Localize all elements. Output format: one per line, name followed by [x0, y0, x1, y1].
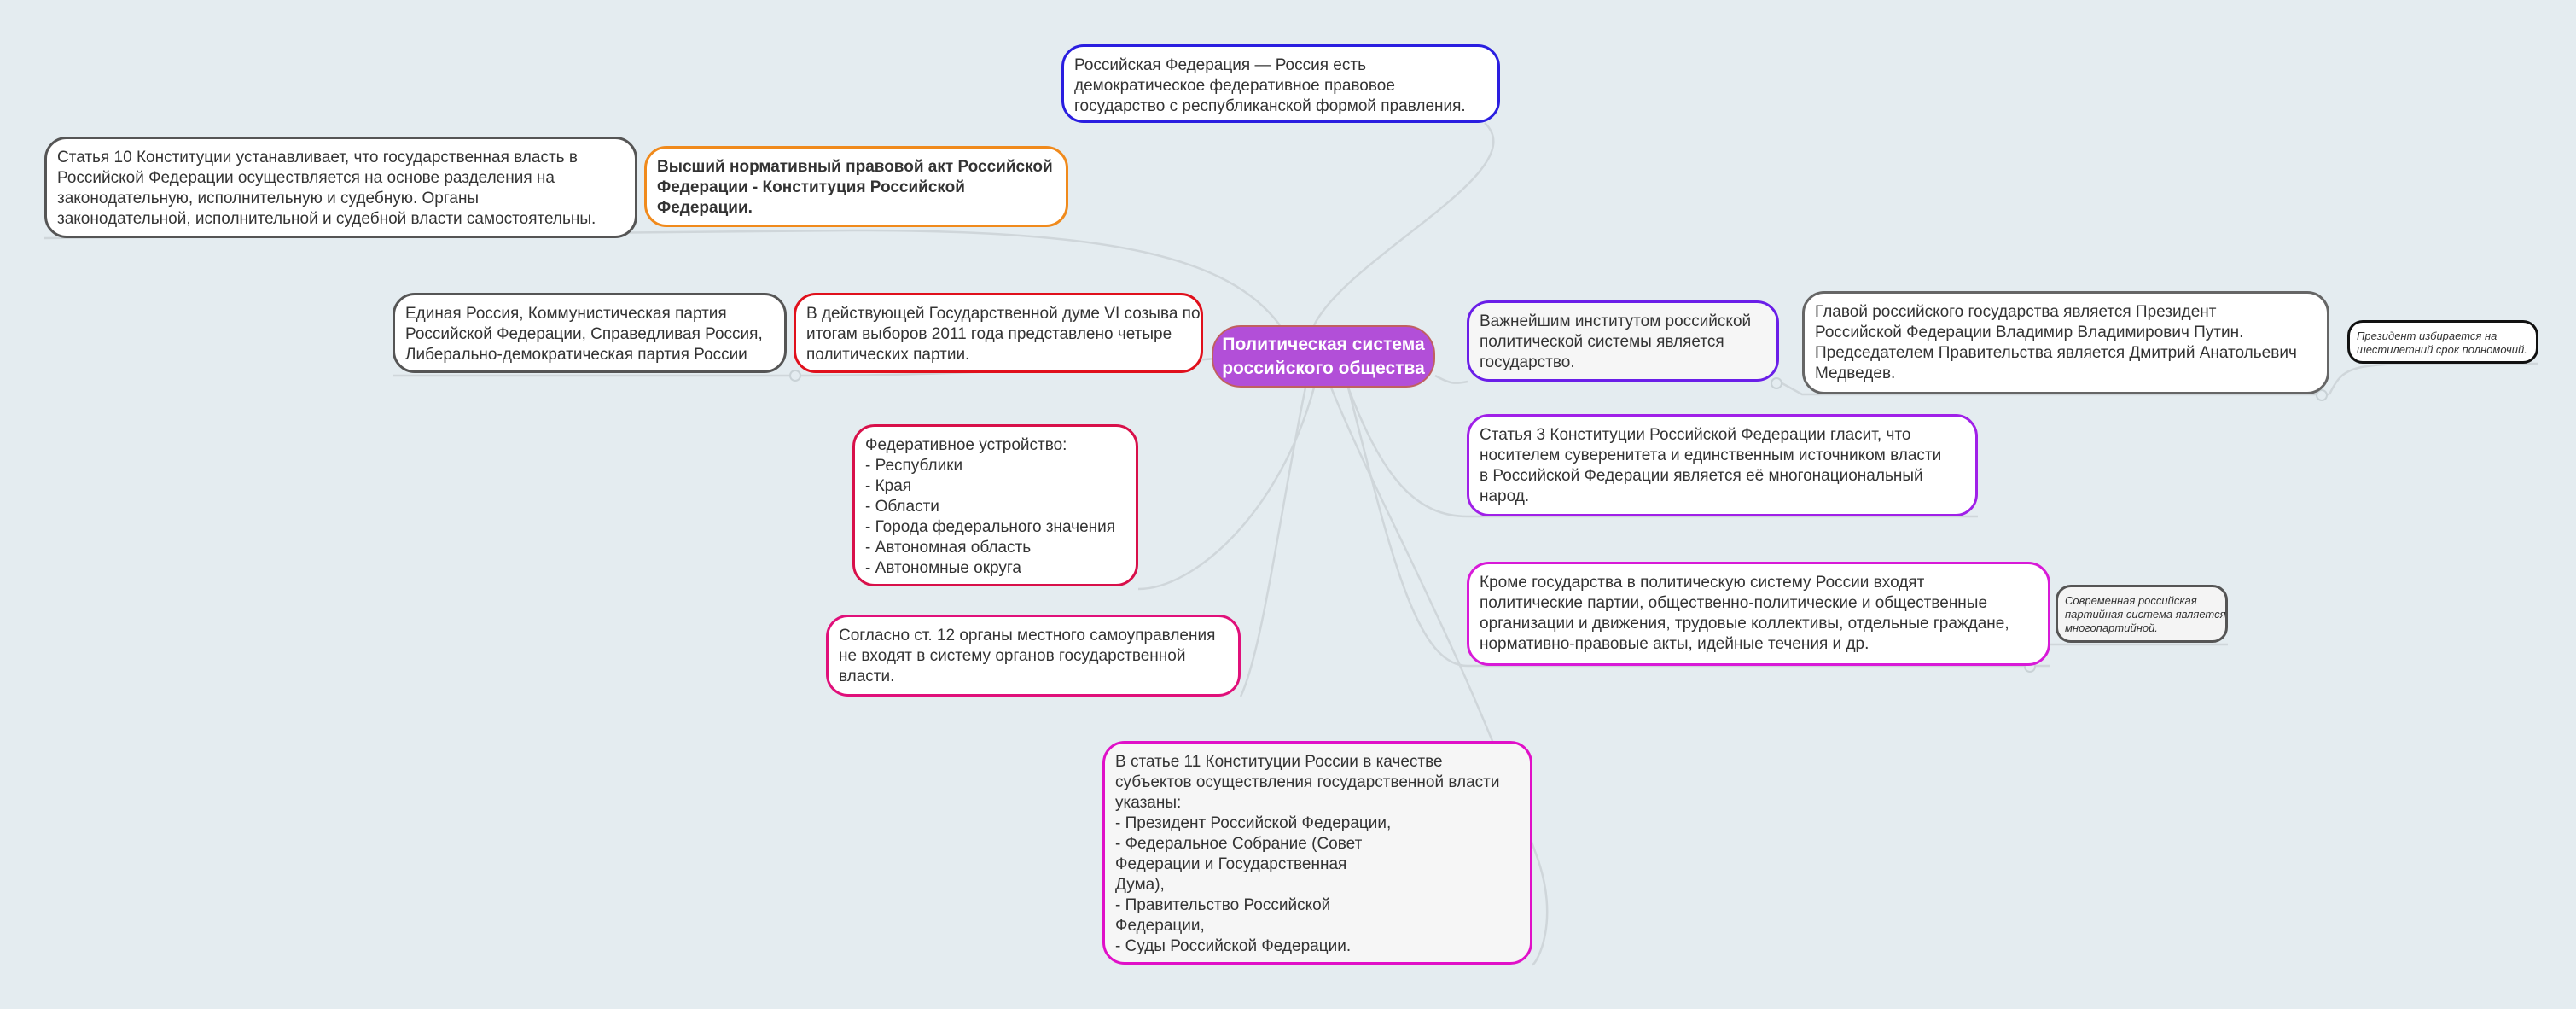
note-multiparty[interactable]: Современная российская партийная система…	[2056, 585, 2228, 643]
node-article10[interactable]: Статья 10 Конституции устанавливает, что…	[44, 137, 637, 238]
node-constitution[interactable]: Высший нормативный правовой акт Российск…	[644, 146, 1068, 227]
collapse-handle[interactable]	[1771, 377, 1782, 389]
node-political-system-parts[interactable]: Кроме государства в политическую систему…	[1467, 562, 2050, 666]
node-local-government[interactable]: Согласно ст. 12 органы местного самоупра…	[826, 615, 1241, 697]
node-head-of-state[interactable]: Главой российского государства является …	[1802, 291, 2329, 394]
collapse-handle[interactable]	[2316, 389, 2328, 401]
collapse-handle[interactable]	[789, 370, 801, 382]
node-duma[interactable]: В действующей Государственной думе VI со…	[794, 293, 1203, 373]
node-rf-definition[interactable]: Российская Федерация — Россия есть демок…	[1061, 44, 1500, 123]
node-federative[interactable]: Федеративное устройство: - Республики - …	[852, 424, 1138, 586]
node-parties[interactable]: Единая Россия, Коммунистическая партия Р…	[393, 293, 787, 373]
node-article3[interactable]: Статья 3 Конституции Российской Федераци…	[1467, 414, 1978, 516]
note-president-term[interactable]: Президент избирается на шестилетний срок…	[2347, 320, 2538, 364]
node-state-institute[interactable]: Важнейшим институтом российской политиче…	[1467, 300, 1779, 382]
central-topic[interactable]: Политическая система российского обществ…	[1212, 325, 1435, 388]
node-article11[interactable]: В статье 11 Конституции России в качеств…	[1102, 741, 1532, 965]
